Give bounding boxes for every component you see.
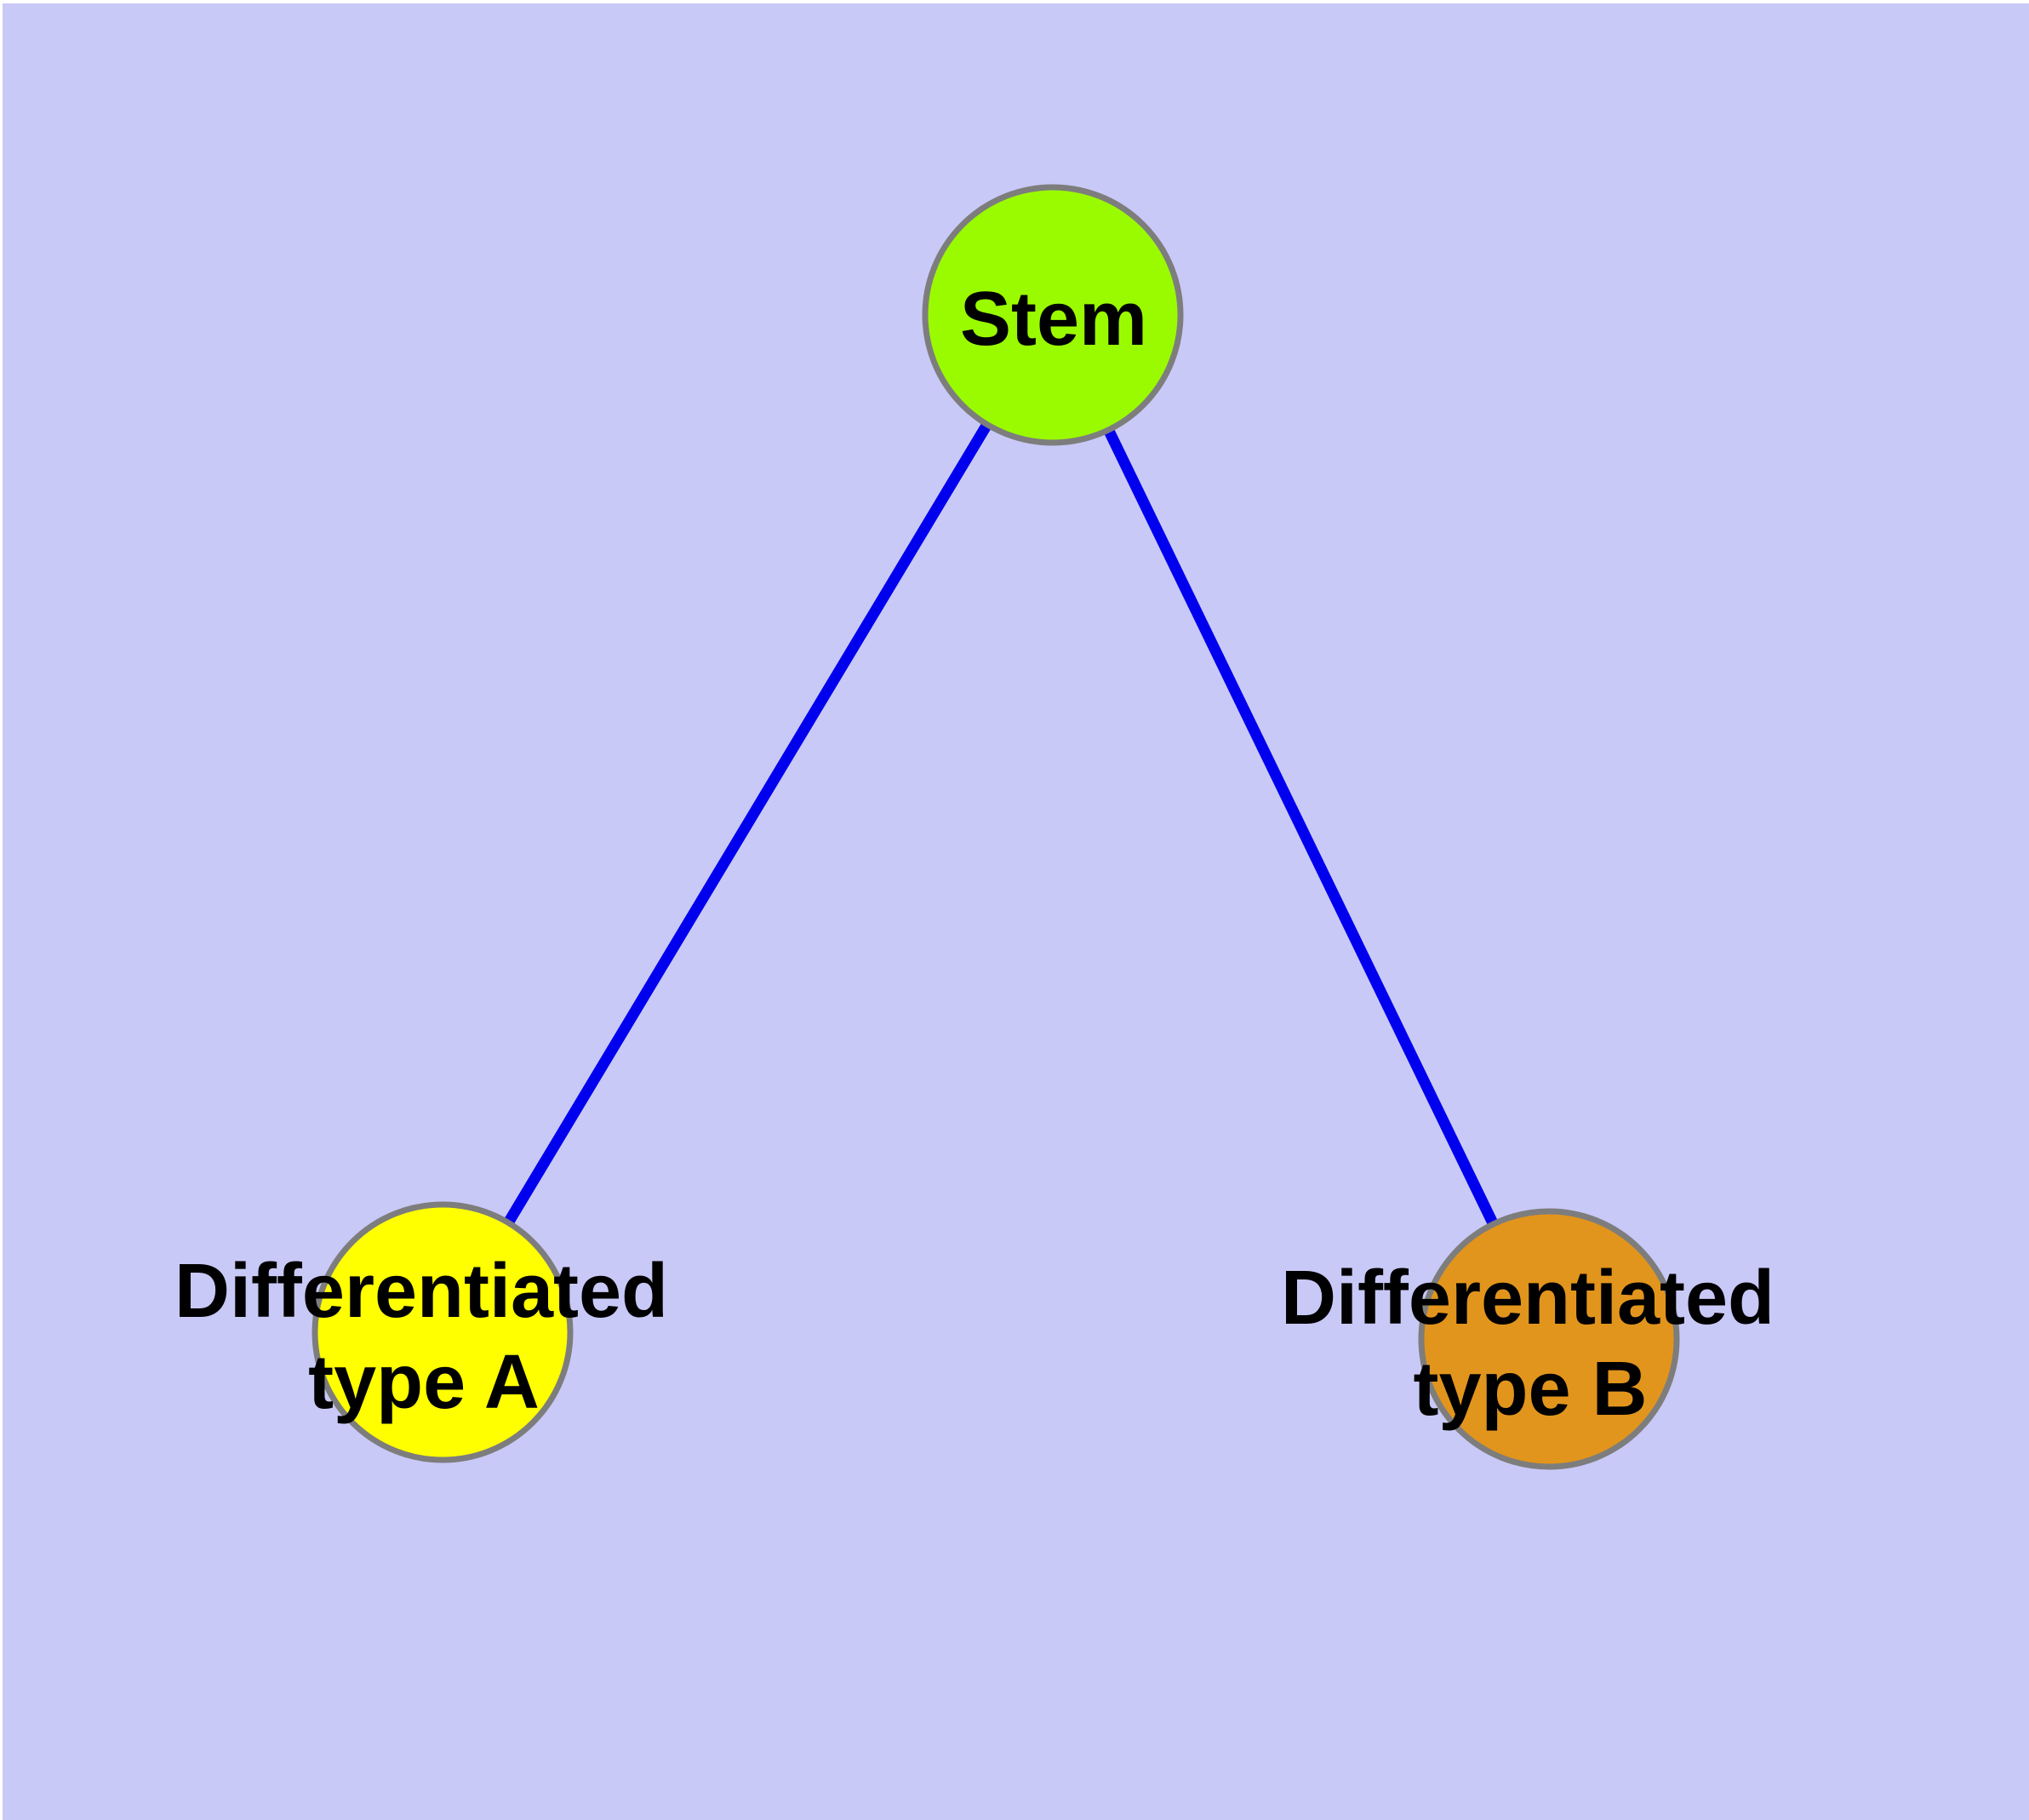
node-layer: [311, 184, 1680, 1470]
node-differentiated-type-a-label-line-1: Differentiated: [174, 1249, 668, 1334]
node-differentiated-type-a-label-line-2: type A: [308, 1340, 540, 1425]
edge-stem-to-differentiated-type-b: [1048, 312, 1554, 1342]
label-layer: Stem Differentiated type A Differentiate…: [174, 277, 1775, 1432]
edge-layer: [437, 312, 1554, 1342]
edge-stem-to-differentiated-type-a: [437, 312, 1058, 1336]
node-differentiated-type-b-label-line-1: Differentiated: [1281, 1256, 1775, 1341]
node-stem-circle: [922, 184, 1184, 446]
node-stem-label: Stem: [960, 277, 1147, 362]
node-differentiated-type-a-circle: [311, 1201, 574, 1463]
node-differentiated-type-b-circle: [1418, 1208, 1680, 1470]
node-differentiated-type-b-label-line-2: type B: [1413, 1347, 1647, 1432]
